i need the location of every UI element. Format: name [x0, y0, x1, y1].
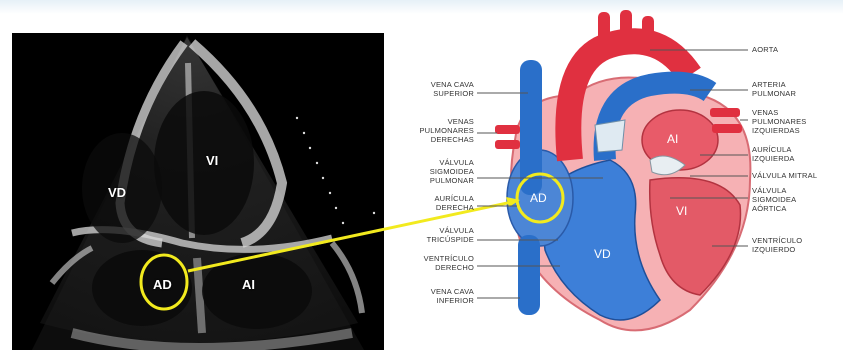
label-aorta: AORTA	[752, 45, 778, 54]
label-arteria-pulmonar: ARTERIA PULMONAR	[752, 80, 796, 98]
label-valvula-sigmoidea-pulmonar: VÁLVULA SIGMOIDEA PULMONAR	[404, 158, 474, 185]
label-vena-cava-inferior: VENA CAVA INFERIOR	[404, 287, 474, 305]
label-vena-cava-superior: VENA CAVA SUPERIOR	[410, 80, 474, 98]
label-ventriculo-izquierdo: VENTRÍCULO IZQUIERDO	[752, 236, 802, 254]
label-valvula-mitral: VÁLVULA MITRAL	[752, 171, 817, 180]
heart-chamber-ad: AD	[530, 191, 547, 205]
heart-chamber-vi: VI	[676, 204, 687, 218]
label-auricula-derecha: AURÍCULA DERECHA	[404, 194, 474, 212]
label-ventriculo-derecho: VENTRÍCULO DERECHO	[404, 254, 474, 272]
label-venas-pulmonares-izquierdas: VENAS PULMONARES IZQUIERDAS	[752, 108, 807, 135]
right-leader-lines	[650, 50, 748, 246]
label-valvula-sigmoidea-aortica: VÁLVULA SIGMOIDEA AÓRTICA	[752, 186, 796, 213]
label-venas-pulmonares-derechas: VENAS PULMONARES DERECHAS	[404, 117, 474, 144]
heart-chamber-ai: AI	[667, 132, 678, 146]
label-valvula-tricuspide: VÁLVULA TRICÚSPIDE	[404, 226, 474, 244]
heart-chamber-vd: VD	[594, 247, 611, 261]
echo-ad-highlight-circle	[141, 255, 187, 309]
label-auricula-izquierda: AURÍCULA IZQUIERDA	[752, 145, 795, 163]
